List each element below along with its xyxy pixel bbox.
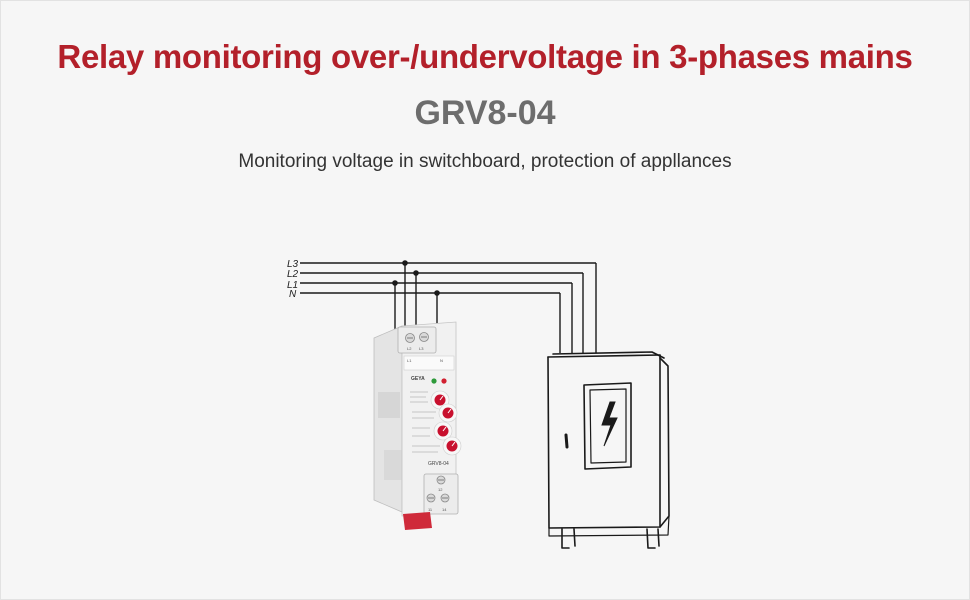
terminal-label: 12 — [438, 487, 443, 492]
led-green — [431, 378, 437, 384]
terminal-label: N — [440, 358, 443, 363]
relay-side-recess — [384, 450, 402, 480]
dial — [430, 390, 450, 410]
lightning-icon — [601, 401, 618, 447]
terminal-label: L1 — [407, 358, 412, 363]
top-terminal-block — [397, 326, 437, 354]
junction-dot — [434, 290, 440, 296]
cabinet-body — [547, 354, 661, 529]
junction-dot — [413, 270, 419, 276]
scale-marks — [410, 391, 440, 453]
relay-side — [373, 325, 403, 513]
cabinet-window-inner — [589, 388, 627, 464]
relay-side-recess — [378, 392, 400, 418]
cabinet-base — [548, 515, 670, 537]
line-label-l3: L3 — [287, 259, 299, 270]
switchboard-cabinet — [547, 351, 670, 549]
cabinet-top-edge — [547, 354, 661, 358]
cabinet-foot — [573, 528, 576, 547]
junction-dots — [392, 260, 440, 296]
terminal-label: 14 — [442, 507, 447, 512]
junction-dot — [402, 260, 408, 266]
line-label-l1: L1 — [287, 280, 298, 291]
dial — [433, 421, 453, 441]
terminal-label: L2 — [407, 346, 412, 351]
din-rail-clip — [403, 512, 432, 530]
relay-model-label: GRV8-04 — [428, 461, 449, 467]
dial — [438, 403, 458, 423]
door-handle — [564, 433, 569, 449]
line-label-n: N — [289, 289, 297, 300]
line-label-l2: L2 — [287, 269, 299, 280]
top-label-panel — [403, 355, 455, 371]
cabinet-foot — [561, 528, 570, 549]
model-number: GRV8-04 — [414, 94, 556, 132]
terminal-label: L3 — [419, 346, 424, 351]
relay-brand: GEYA — [411, 376, 425, 382]
bottom-terminal-block — [423, 473, 459, 515]
led-red — [441, 378, 447, 384]
cabinet-window — [583, 382, 632, 470]
cabinet-side — [659, 357, 670, 528]
page-title: Relay monitoring over-/undervoltage in 3… — [57, 38, 913, 75]
bus-lines — [300, 262, 597, 353]
subtitle: Monitoring voltage in switchboard, prote… — [238, 151, 732, 172]
relay-device: L2 L3 L1 N GEYA — [373, 321, 462, 530]
dial — [442, 436, 462, 456]
junction-dot — [392, 280, 398, 286]
cabinet-foot — [646, 528, 656, 549]
cabinet-foot — [657, 528, 660, 547]
terminal-label: 11 — [428, 507, 433, 512]
